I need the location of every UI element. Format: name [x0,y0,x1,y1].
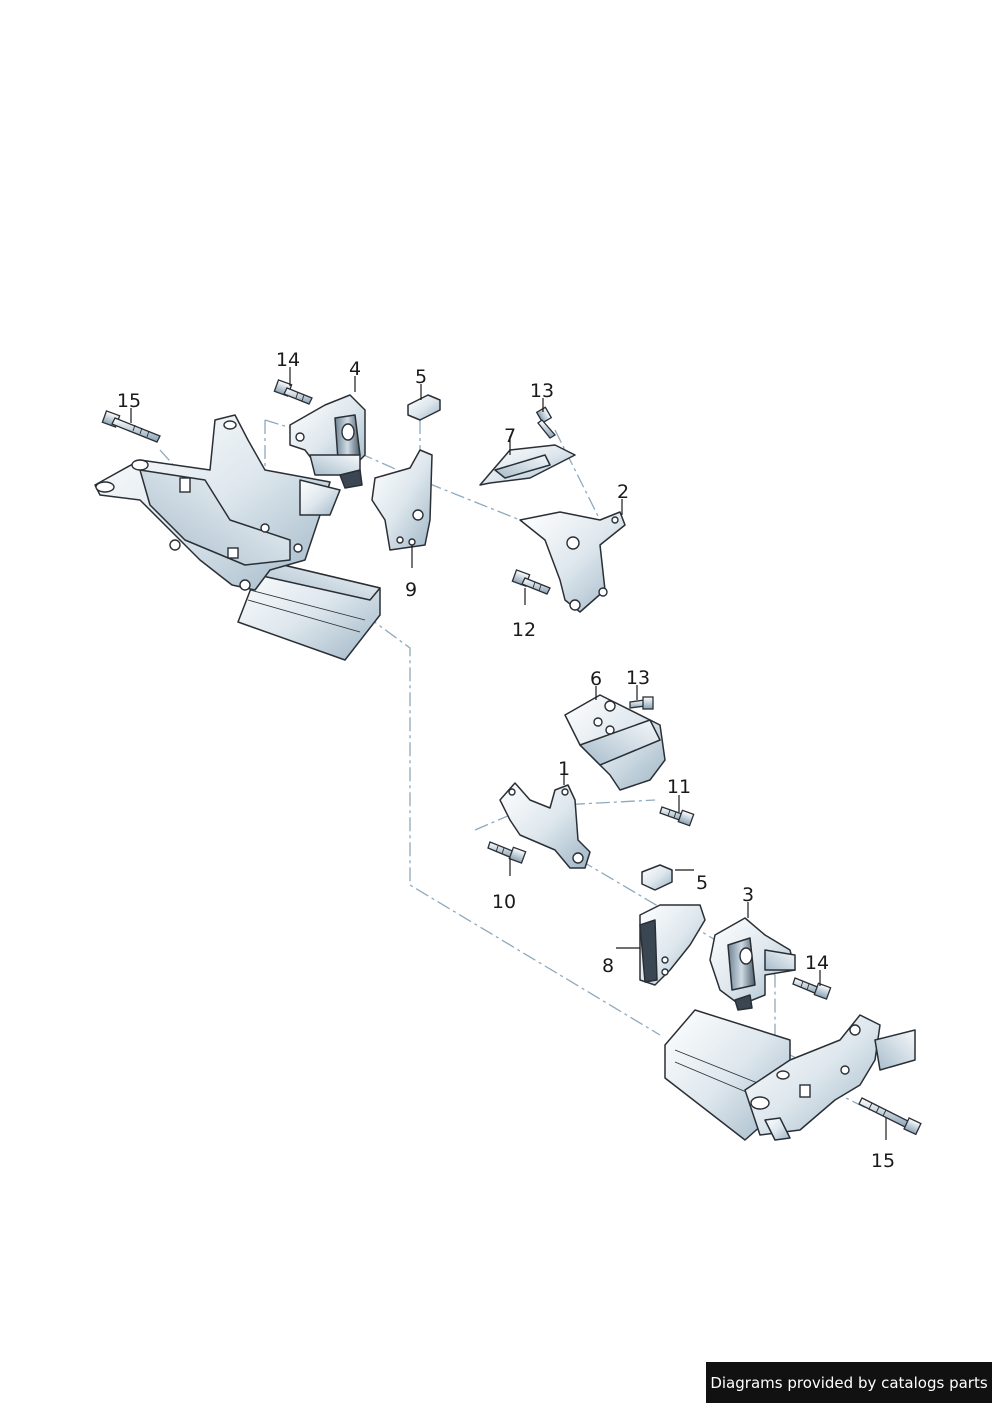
bracket-2 [519,511,626,613]
callout-13-upper: 13 [530,380,554,402]
bolt-14-upper [273,379,313,405]
callout-5-lower: 5 [696,872,708,894]
callout-10: 10 [492,891,516,913]
callout-7: 7 [504,425,516,447]
callout-14-lower: 14 [805,952,829,974]
bolt-11 [659,806,695,827]
callout-11: 11 [667,776,691,798]
bolt-13-upper [535,406,556,439]
callout-4: 4 [349,358,361,380]
subframe-left [94,414,381,661]
callout-1: 1 [558,758,570,780]
cap-5-upper [407,394,441,421]
callout-13-lower: 13 [626,667,650,689]
bracket-8 [639,904,706,986]
callout-2: 2 [617,481,629,503]
bolt-12 [511,569,551,595]
footer-credit-text: Diagrams provided by catalogs parts [710,1373,988,1392]
cap-5-lower [641,864,673,891]
bracket-9 [371,449,433,551]
callout-15-lower: 15 [871,1150,895,1172]
callout-12: 12 [512,619,536,641]
bracket-1 [499,782,591,869]
heat-shield-6 [564,694,666,791]
callout-9: 9 [405,579,417,601]
bolt-10 [487,841,527,864]
callout-numbers: 15 14 4 5 13 7 2 9 12 6 13 1 11 10 5 3 8… [117,349,895,1172]
callout-8: 8 [602,955,614,977]
callout-6: 6 [590,668,602,690]
bolt-13-lower [629,696,654,710]
callout-14-upper: 14 [276,349,300,371]
callout-3: 3 [742,884,754,906]
callout-5-upper: 5 [415,366,427,388]
leader-lines [130,367,887,1140]
heat-shield-7 [479,444,576,486]
subframe-right [664,1009,916,1141]
callout-15-upper: 15 [117,390,141,412]
engine-mount-4 [289,394,366,489]
bolt-15-lower [858,1097,922,1136]
engine-mount-3 [709,917,796,1011]
bolt-14-lower [792,977,832,1000]
bolt-15-upper [101,410,161,443]
footer-credit-banner: Diagrams provided by catalogs parts [706,1362,992,1403]
